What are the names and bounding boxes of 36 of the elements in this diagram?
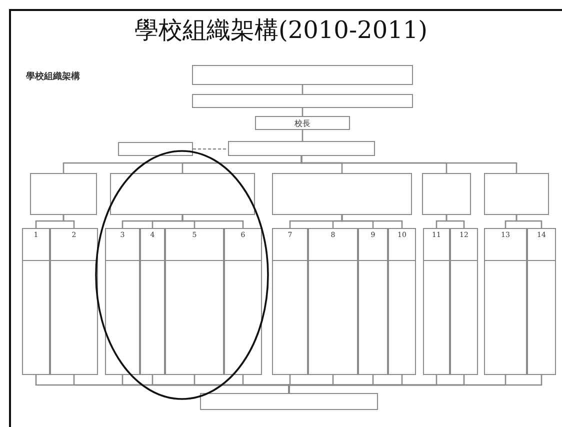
connector-line	[193, 148, 228, 150]
connector-line	[446, 215, 465, 228]
staff-box	[200, 393, 378, 410]
principal-box	[255, 116, 350, 130]
section-column	[484, 228, 527, 375]
section-column	[388, 228, 416, 375]
council-box	[118, 142, 193, 156]
connector-line	[300, 156, 518, 173]
section-column	[358, 228, 388, 375]
department-box	[484, 173, 549, 215]
section-column	[423, 228, 450, 375]
node-label: 校長	[294, 118, 310, 128]
connector-line	[302, 130, 304, 141]
section-column	[450, 228, 478, 375]
board-box	[192, 65, 413, 85]
committee-box	[228, 141, 375, 156]
title: 學校組織架構(2010-2011)	[134, 16, 428, 44]
section-column	[165, 228, 224, 375]
department-box	[110, 173, 255, 215]
department-box	[30, 173, 97, 215]
section-column	[105, 228, 140, 375]
connector-line	[341, 215, 403, 228]
section-column	[527, 228, 556, 375]
section-column	[140, 228, 165, 375]
connector-line	[516, 215, 542, 228]
committee-box	[192, 94, 413, 108]
section-column	[50, 228, 98, 375]
chart-heading: 學校組織架構	[26, 70, 80, 83]
section-column	[224, 228, 262, 375]
section-column	[22, 228, 50, 375]
department-box	[272, 173, 412, 215]
connector-line	[62, 215, 75, 228]
department-box	[422, 173, 471, 215]
section-column	[308, 228, 358, 375]
connector-line	[182, 215, 244, 228]
section-column	[272, 228, 308, 375]
